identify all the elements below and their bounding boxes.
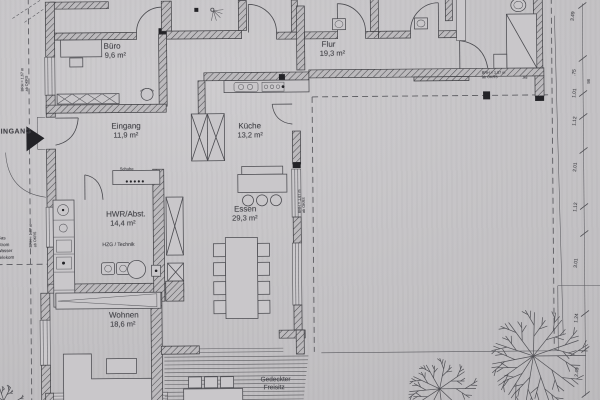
room-area-hwr: 14,4 m² <box>110 218 136 228</box>
dim-6: 1.12 <box>573 202 579 213</box>
room-label-freisitz-1: Gedeckter <box>260 376 291 384</box>
label-eingang-arrow: EINGANG <box>0 128 32 136</box>
room-area-kueche: 13,2 m² <box>237 130 263 140</box>
dim-8: 1.24 <box>574 313 580 324</box>
room-area-essen: 29,3 m² <box>232 213 258 223</box>
dim-3: 1.01 <box>572 88 578 99</box>
dim-small-b: 98 <box>586 78 592 84</box>
label-hzg-technik: HZG / Technik <box>102 242 135 248</box>
dim-9: 2.49 <box>574 367 581 378</box>
dim-7: 3.01 <box>573 258 580 269</box>
label-schuhe: Schuhe <box>119 167 134 172</box>
dim-2: .75 <box>571 68 578 77</box>
room-area-eingang: 11,9 m² <box>113 130 139 140</box>
terrace-furniture <box>183 376 244 400</box>
dim-1: 3.49 <box>570 11 577 22</box>
dim-4: 1.12 <box>572 116 579 127</box>
room-label-freisitz-2: Freisitz <box>263 384 285 392</box>
room-area-buero: 9,6 m² <box>104 50 127 60</box>
furniture-layer <box>52 0 538 400</box>
dim-small-a: .98 <box>521 76 528 80</box>
dim-5: 2.01 <box>572 162 579 173</box>
doors-layer <box>36 2 489 200</box>
utility-telekom: Telekom <box>0 255 15 261</box>
tree-symbols <box>0 310 589 400</box>
room-area-flur: 19,3 m² <box>319 48 346 58</box>
room-area-wohnen: 18,6 m² <box>110 319 136 329</box>
dimension-chain <box>578 2 590 398</box>
entrance-arrow <box>26 126 45 152</box>
utility-labels: Gas Strom Wasser Telekom <box>0 235 14 261</box>
